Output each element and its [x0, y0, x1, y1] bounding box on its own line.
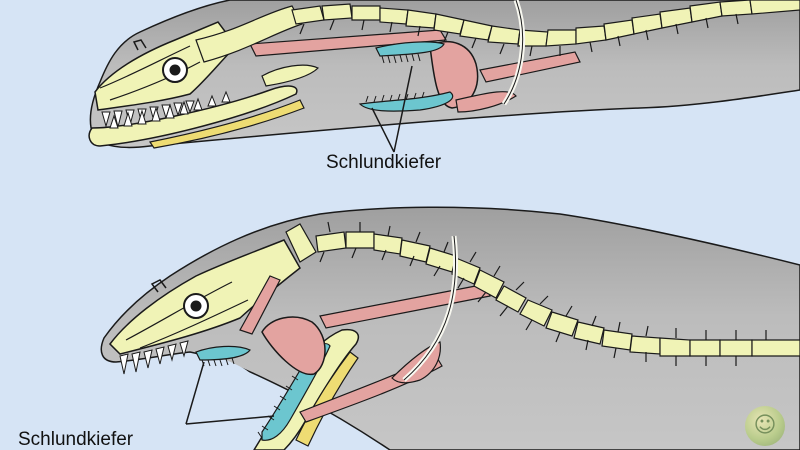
eel-top-lower-teeth [109, 90, 231, 129]
eel-bottom-spine [285, 223, 800, 357]
eel-top [88, 0, 800, 153]
eel-top-pharyngeal-teeth-lower [365, 91, 425, 103]
eel-top-muscle-lower [455, 91, 517, 113]
eye-pupil [190, 300, 202, 312]
eel-bottom-rib-arc-outline [403, 235, 457, 381]
eel-bottom-pharyngeal-jaw-upper [195, 345, 251, 361]
eel-top-muscle-band-upper [249, 29, 448, 57]
eel-top-lower-jaw [88, 85, 298, 147]
eel-top-muscle-bulb [429, 41, 479, 109]
eye-pupil [169, 64, 181, 76]
eel-bottom-muscle-bulb [261, 316, 326, 375]
eel-top-skull-ridge [99, 45, 201, 101]
eel-top-pharyngeal-jaw-upper [375, 41, 445, 57]
eel-bottom-upper-teeth [119, 340, 189, 375]
eel-top-pointer-lines [371, 65, 413, 153]
eel-bottom-skull-ridge [125, 281, 249, 349]
eel-bottom-lower-teeth [257, 375, 299, 439]
site-logo-icon: ☺ [745, 406, 785, 446]
eel-bottom-pointer-lines [185, 361, 275, 425]
eel-top-spine [195, 0, 800, 63]
eel-top-muscle-band-lower [479, 51, 581, 83]
label-pharyngeal-jaw-top: Schlundkiefer [326, 152, 442, 173]
eel-bottom-muscle-band-long [319, 283, 491, 329]
eel-bottom [100, 206, 800, 450]
eel-top-hyoid [149, 99, 305, 149]
eel-top-nostril-tube [132, 39, 147, 51]
eel-bottom-nostril-tube [150, 279, 167, 293]
eel-bottom-mouth-cavity [176, 354, 278, 450]
label-pharyngeal-jaw-bottom: Schlundkiefer [18, 429, 134, 450]
eel-top-rib-arc-outline [503, 0, 524, 105]
eel-top-pharyngeal-teeth-upper [381, 53, 421, 64]
eel-top-gill-bone [261, 64, 320, 87]
eel-top-pharyngeal-jaw-lower [358, 91, 454, 112]
eel-bottom-spine-processes [319, 221, 767, 366]
eel-bottom-muscle-band-upper [239, 275, 281, 335]
eel-top-spine-processes [299, 13, 739, 57]
